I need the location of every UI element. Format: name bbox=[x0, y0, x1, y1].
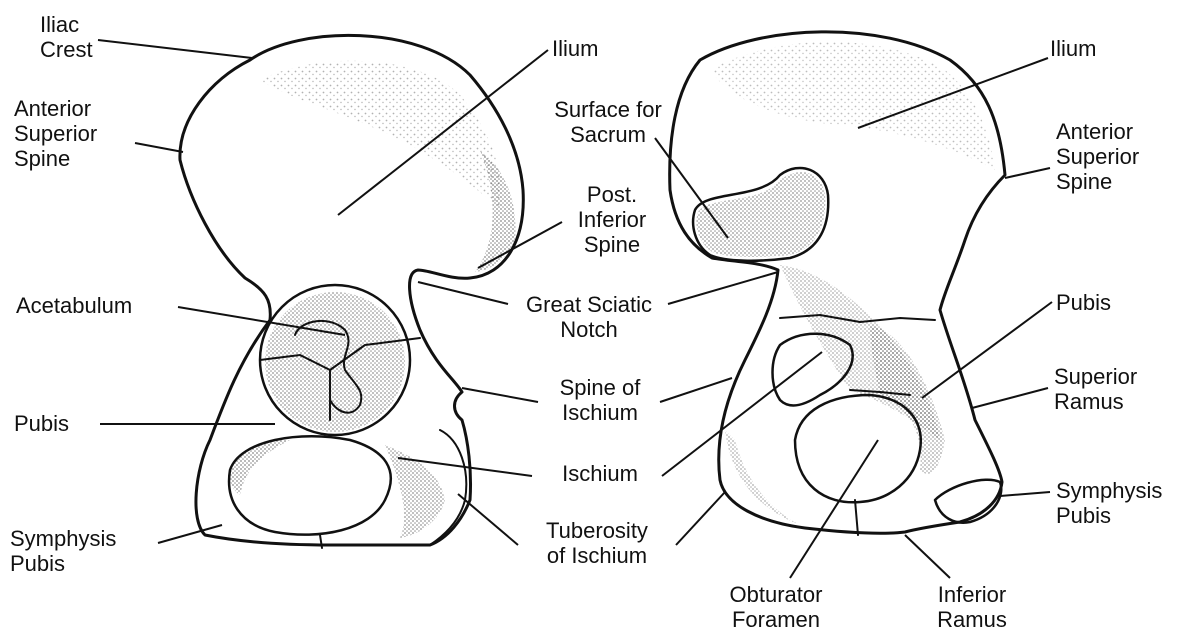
label-pubis-left: Pubis bbox=[14, 411, 69, 436]
label-inferior-ramus: Inferior Ramus bbox=[912, 582, 1032, 632]
label-post-inferior-spine: Post. Inferior Spine bbox=[562, 182, 662, 257]
label-symphysis-pubis-left: Symphysis Pubis bbox=[10, 526, 116, 576]
leader-inferior-ramus bbox=[905, 535, 950, 578]
right-hip-bone bbox=[670, 32, 1005, 535]
leader-symphysis-pubis-right bbox=[1000, 492, 1050, 496]
leader-anterior-superior-spine-right bbox=[1005, 168, 1050, 178]
label-anterior-superior-spine-right: Anterior Superior Spine bbox=[1056, 119, 1139, 194]
leader-spine-of-ischium-left bbox=[462, 388, 538, 402]
label-obturator-foramen: Obturator Foramen bbox=[706, 582, 846, 632]
label-acetabulum: Acetabulum bbox=[16, 293, 132, 318]
label-spine-of-ischium: Spine of Ischium bbox=[540, 375, 660, 425]
leader-anterior-superior-spine-left bbox=[135, 143, 183, 152]
left-acetabulum-shading bbox=[265, 292, 405, 432]
label-anterior-superior-spine-left: Anterior Superior Spine bbox=[14, 96, 97, 171]
label-iliac-crest: Iliac Crest bbox=[40, 12, 93, 62]
label-surface-for-sacrum: Surface for Sacrum bbox=[528, 97, 688, 147]
label-pubis-right: Pubis bbox=[1056, 290, 1111, 315]
leader-superior-ramus bbox=[972, 388, 1048, 408]
label-ischium: Ischium bbox=[540, 461, 660, 486]
leader-tuberosity-left bbox=[458, 494, 518, 545]
leader-great-sciatic-notch-left bbox=[418, 282, 508, 304]
label-symphysis-pubis-right: Symphysis Pubis bbox=[1056, 478, 1162, 528]
leader-iliac-crest bbox=[98, 40, 252, 58]
leader-tuberosity-right bbox=[676, 492, 725, 545]
label-great-sciatic-notch: Great Sciatic Notch bbox=[508, 292, 670, 342]
leader-great-sciatic-notch-right bbox=[668, 272, 778, 304]
label-tuberosity-of-ischium: Tuberosity of Ischium bbox=[522, 518, 672, 568]
label-superior-ramus: Superior Ramus bbox=[1054, 364, 1137, 414]
left-hip-bone bbox=[180, 35, 523, 548]
leader-spine-of-ischium-right bbox=[660, 378, 732, 402]
label-ilium-right: Ilium bbox=[1050, 36, 1096, 61]
label-ilium-left: Ilium bbox=[552, 36, 598, 61]
